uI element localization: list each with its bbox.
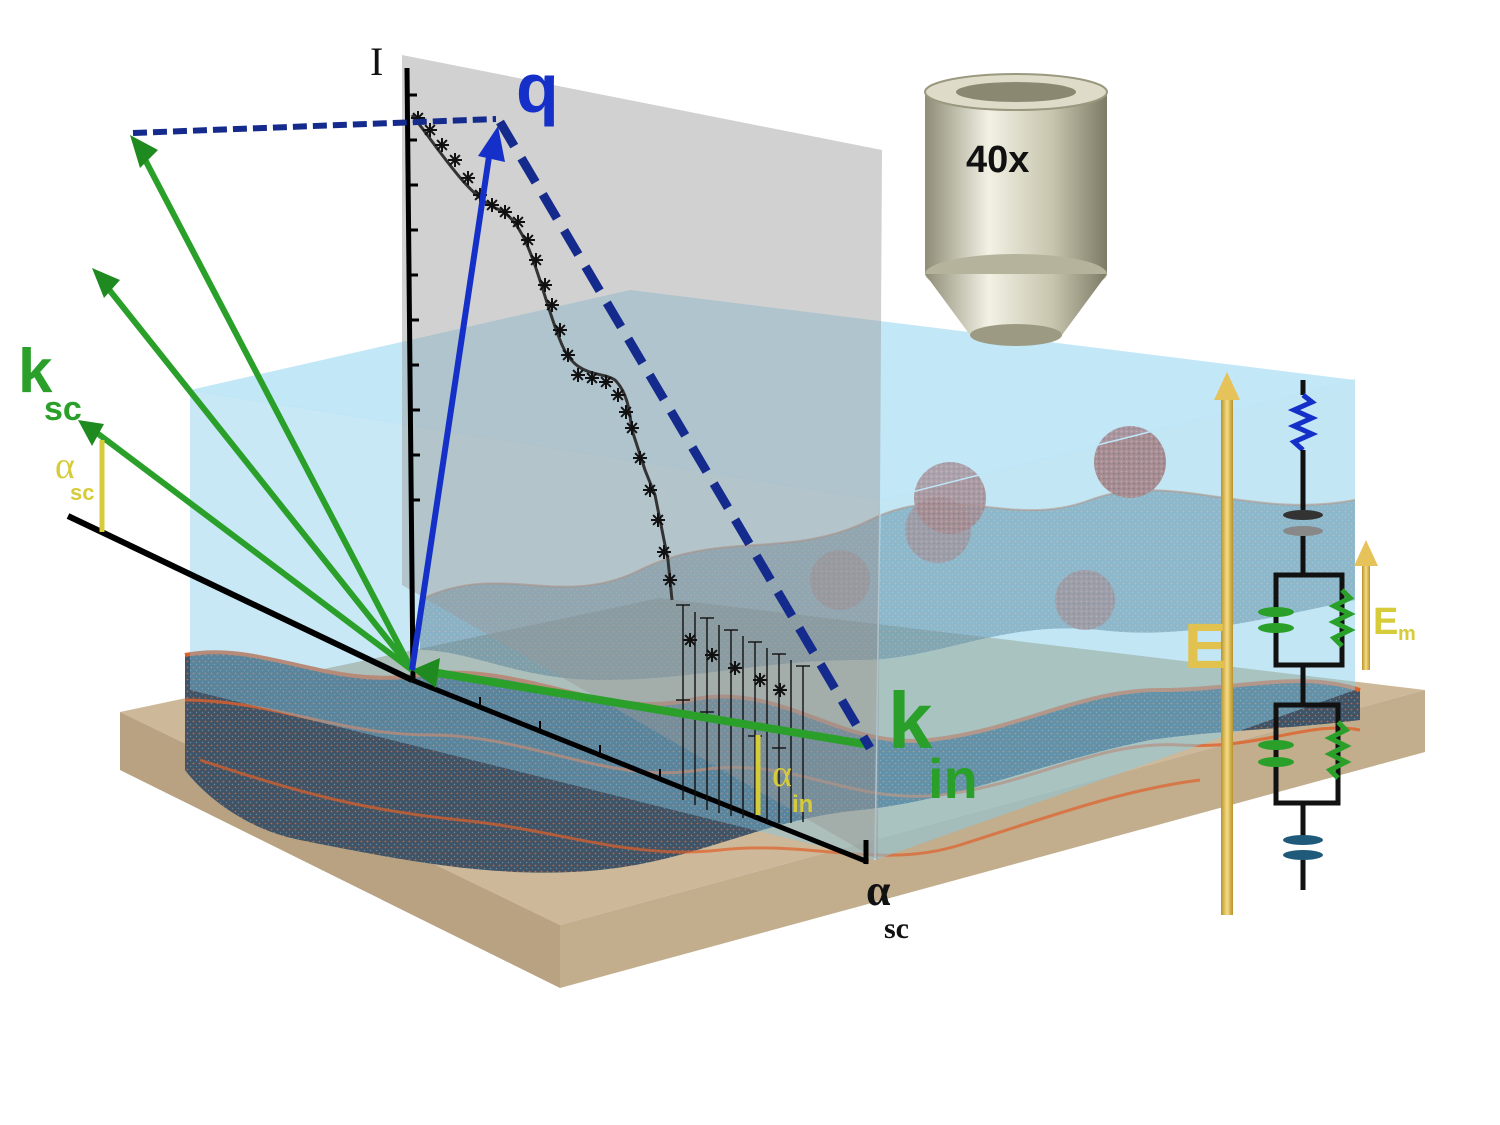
scattering-marker-stroke	[644, 484, 656, 496]
scattering-marker-stroke	[586, 372, 598, 384]
scattering-marker-stroke	[774, 684, 786, 696]
scattering-marker-stroke	[546, 299, 558, 311]
q-construction-top	[132, 116, 497, 136]
incident-wave-vector	[412, 658, 871, 749]
field-Em-label: E	[1373, 601, 1398, 643]
intensity-axis-label: I	[370, 39, 383, 84]
k-sc-label: k	[18, 337, 53, 406]
scattering-marker-stroke	[499, 206, 511, 218]
k-in-label: k	[888, 676, 933, 765]
scattering-marker-stroke	[522, 234, 534, 246]
q-label: q	[516, 49, 559, 127]
scattering-marker-stroke	[626, 422, 638, 434]
scattering-marker-stroke	[658, 546, 670, 558]
field-Em-arrow: E m	[1354, 540, 1416, 670]
scattering-marker-stroke	[562, 349, 574, 361]
scattering-marker-stroke	[449, 154, 461, 166]
scattering-marker-stroke	[684, 634, 696, 646]
q-construction-diagonal	[496, 119, 874, 751]
scattered-wave-vectors	[78, 135, 415, 673]
intensity-axis: I	[370, 39, 420, 681]
k-sc-vector	[100, 280, 415, 672]
q-vector-group: q	[132, 49, 874, 751]
scattering-marker-stroke	[572, 369, 584, 381]
scattering-marker-stroke	[729, 662, 741, 674]
scattering-marker-stroke	[539, 279, 551, 291]
alpha-sc-marker-subscript: sc	[70, 480, 94, 505]
k-sc-subscript: sc	[44, 390, 82, 428]
k-sc-label-group: k sc	[18, 337, 82, 428]
scattering-marker-stroke	[754, 674, 766, 686]
k-sc-vector	[137, 148, 415, 672]
alpha-sc-marker-label: α	[55, 445, 75, 487]
k-sc-vector	[91, 427, 414, 673]
k-sc-arrowhead	[92, 268, 120, 298]
scattering-marker-stroke	[620, 406, 632, 418]
scattering-marker-stroke	[486, 199, 498, 211]
scattering-marker-stroke	[424, 124, 436, 136]
k-sc-arrowhead	[78, 420, 104, 446]
vesicle	[810, 550, 870, 610]
scattering-marker-stroke	[706, 649, 718, 661]
k-sc-arrowhead	[130, 135, 158, 168]
q-arrowhead	[478, 126, 505, 162]
scattering-marker-stroke	[554, 324, 566, 336]
alpha-sc-axis-subscript: sc	[884, 912, 909, 945]
field-Em-subscript: m	[1398, 623, 1416, 645]
alpha-sc-marker: α sc	[55, 440, 105, 532]
scattering-marker-stroke	[612, 389, 624, 401]
q-vector	[409, 149, 493, 671]
k-in-subscript: in	[928, 747, 978, 810]
microscope-objective-icon: 40x	[924, 73, 1108, 346]
scattering-marker-stroke	[600, 376, 612, 388]
scattering-marker-stroke	[652, 514, 664, 526]
scattering-marker-stroke	[664, 574, 676, 586]
alpha-sc-axis: α sc	[411, 677, 909, 945]
alpha-sc-axis-label: α	[866, 866, 891, 915]
scattering-marker-stroke	[512, 216, 524, 228]
field-E-label: E	[1184, 610, 1227, 682]
reference-line	[66, 513, 414, 683]
k-in-label-group: k in	[888, 676, 978, 810]
scattering-marker-stroke	[530, 254, 542, 266]
scattering-marker-stroke	[436, 139, 448, 151]
scattering-marker-stroke	[634, 452, 646, 464]
alpha-in-subscript: in	[792, 791, 813, 818]
field-E-arrow: E	[1184, 372, 1240, 915]
scattering-marker-stroke	[462, 172, 474, 184]
equivalent-circuit-icon	[1258, 380, 1356, 890]
objective-magnification: 40x	[966, 139, 1029, 181]
alpha-in-marker: α in	[755, 735, 813, 818]
alpha-in-label: α	[772, 753, 792, 795]
